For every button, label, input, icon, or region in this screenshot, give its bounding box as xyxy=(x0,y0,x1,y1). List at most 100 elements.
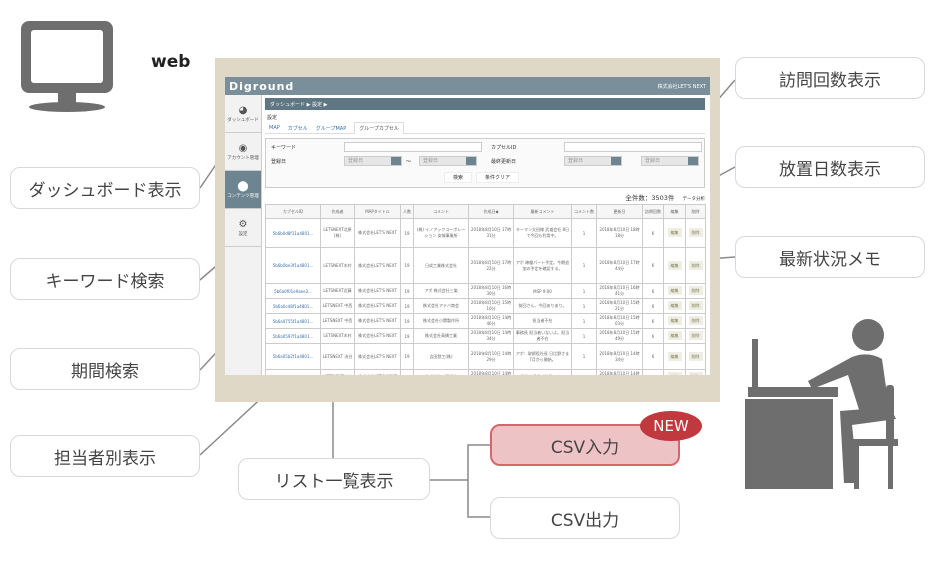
table-cell: LETSNEXT 中西 xyxy=(320,298,355,314)
table-cell: 19 xyxy=(400,369,414,375)
table-row: 5b6b0be3f1a4801...LETSNEXT木村株式会社LET'S NE… xyxy=(265,247,706,284)
edit-button[interactable]: 編集 xyxy=(667,372,682,375)
delete-button[interactable]: 削除 xyxy=(688,286,703,295)
updated-date-to[interactable]: 登録日 xyxy=(641,156,699,166)
table-cell: 編集 xyxy=(663,298,686,314)
sidebar-item-account[interactable]: ◉アカウント管理 xyxy=(225,133,261,171)
delete-button[interactable]: 削除 xyxy=(688,301,703,310)
edit-button[interactable]: 編集 xyxy=(667,228,682,237)
table-cell: 6 xyxy=(642,369,664,375)
table-row: 5b6b0d8f11a4801...LETSNEXT北原(株)株式会社LET'S… xyxy=(265,218,706,248)
capsule-id-link[interactable]: 5b6a03d8f1a4801... xyxy=(265,369,321,375)
table-cell: 19 xyxy=(400,298,414,314)
calendar-icon[interactable] xyxy=(611,157,621,165)
map-pin-icon: ⬤ xyxy=(237,180,249,192)
updated-date-from[interactable]: 登録日 xyxy=(564,156,622,166)
reg-date-from[interactable]: 登録日 xyxy=(344,156,402,166)
edit-button[interactable]: 編集 xyxy=(667,260,682,270)
data-analysis-link[interactable]: データ分析 xyxy=(682,197,706,202)
table-cell: 株式会社LET'S NEXT xyxy=(354,218,401,248)
capsule-id-link[interactable]: 5b6b0be3f1a4801... xyxy=(265,247,321,284)
table-cell: 編集 xyxy=(663,247,686,284)
column-header[interactable]: 作成日◆ xyxy=(468,204,514,219)
page-title: 設定 xyxy=(267,115,278,121)
table-cell: 株式会社三河組合 xyxy=(413,369,469,375)
column-header[interactable]: 最新コメント xyxy=(513,204,572,219)
calendar-icon[interactable] xyxy=(688,157,698,165)
reg-date-to[interactable]: 登録日 xyxy=(419,156,477,166)
table-cell: LETSNEXT木村 xyxy=(320,328,355,344)
tab-bar: MAP カプセル グループMAP グループカプセル xyxy=(265,122,705,134)
capsule-id-link[interactable]: 5b6a05b2f1a4801... xyxy=(265,343,321,370)
capsule-id-link[interactable]: 5b6a0f01e9aee2... xyxy=(265,283,321,299)
column-header[interactable]: MAPタイトル xyxy=(354,204,401,219)
table-row: 5b6a0cd8f1a4801...LETSNEXT 中西株式会社LET'S N… xyxy=(265,298,706,314)
edit-button[interactable]: 編集 xyxy=(667,351,682,361)
tab-group-capsule[interactable]: グループカプセル xyxy=(354,122,404,134)
table-cell: 2018年8月10日 15時21分 xyxy=(596,298,643,314)
user-menu[interactable]: 株式会社LET'S NEXT xyxy=(657,83,706,90)
table-cell: 削除 xyxy=(685,369,706,375)
delete-button[interactable]: 削除 xyxy=(688,316,703,325)
table-cell: アポ 株式会社三楽 xyxy=(413,283,469,299)
edit-button[interactable]: 編集 xyxy=(667,286,682,295)
delete-button[interactable]: 削除 xyxy=(688,372,703,375)
tab-group-map[interactable]: グループMAP xyxy=(315,125,347,132)
search-button[interactable]: 検索 xyxy=(444,172,473,183)
table-cell: 6 xyxy=(642,247,664,284)
keyword-label: キーワード xyxy=(271,145,297,151)
column-header[interactable]: 人数 xyxy=(400,204,414,219)
table-cell: 2018年8月10日 16時30分 xyxy=(468,283,514,299)
edit-button[interactable]: 編集 xyxy=(667,301,682,310)
table-cell: 株式会社LET'S NEXT xyxy=(354,328,401,344)
table-cell: (株) イノアックコーポレーション 安城事業所 xyxy=(413,218,469,248)
table-cell: 2018年8月10日 14時29分 xyxy=(468,343,514,370)
table-cell: 株式会社LET'S NEXT xyxy=(354,298,401,314)
column-header[interactable]: コメント xyxy=(413,204,469,219)
edit-button[interactable]: 編集 xyxy=(667,316,682,325)
table-cell: LETSNEXT 中西 xyxy=(320,313,355,329)
table-cell: 削除 xyxy=(685,247,706,284)
column-header[interactable]: 訪問回数 xyxy=(642,204,664,219)
column-header[interactable]: 作成者 xyxy=(320,204,355,219)
table-cell: 前回さん、今回ありあり。 xyxy=(513,298,572,314)
table-cell: 1 xyxy=(571,313,597,329)
new-badge: NEW xyxy=(640,411,702,441)
table-cell: 1 xyxy=(571,247,597,284)
table-cell: 事務長 担当者いないよ。担当者不在 xyxy=(513,328,572,344)
capsule-id-input[interactable] xyxy=(564,142,702,152)
capsule-id-link[interactable]: 5b6a0597f1a4801... xyxy=(265,328,321,344)
table-row: 5b6a0755f1a4801...LETSNEXT 中西株式会社LET'S N… xyxy=(265,313,706,329)
delete-button[interactable]: 削除 xyxy=(688,260,703,270)
calendar-icon[interactable] xyxy=(466,157,476,165)
clear-button[interactable]: 条件クリア xyxy=(476,172,520,183)
edit-button[interactable]: 編集 xyxy=(667,331,682,340)
callout-csv-import: CSV入力 xyxy=(490,424,680,466)
calendar-icon[interactable] xyxy=(391,157,401,165)
keyword-input[interactable] xyxy=(344,142,482,152)
table-cell: 1 xyxy=(571,218,597,248)
callout-dashboard: ダッシュボード表示 xyxy=(10,167,200,209)
table-cell: 編集 xyxy=(663,283,686,299)
capsule-id-link[interactable]: 5b6b0d8f11a4801... xyxy=(265,218,321,248)
table-cell: LETSNEXT木村 xyxy=(320,369,355,375)
column-header[interactable]: 更新日 xyxy=(596,204,643,219)
column-header[interactable]: 削除 xyxy=(685,204,706,219)
breadcrumb: ダッシュボード ▶ 設定 ▶ xyxy=(265,98,705,110)
column-header[interactable]: コメント数 xyxy=(571,204,597,219)
sidebar-item-content[interactable]: ⬤コンテンツ管理 xyxy=(225,171,261,209)
delete-button[interactable]: 削除 xyxy=(688,331,703,340)
sidebar-item-settings[interactable]: ⚙設定 xyxy=(225,209,261,247)
table-cell: 削除 xyxy=(685,283,706,299)
capsule-id-link[interactable]: 5b6a0755f1a4801... xyxy=(265,313,321,329)
delete-button[interactable]: 削除 xyxy=(688,351,703,361)
tab-capsule[interactable]: カプセル xyxy=(287,125,308,132)
sidebar-item-dashboard[interactable]: ◕ダッシュボード xyxy=(225,95,261,133)
column-header[interactable]: 編集 xyxy=(663,204,686,219)
delete-button[interactable]: 削除 xyxy=(688,228,703,237)
table-cell: LETSNEXT 渋谷 xyxy=(320,343,355,370)
table-row: 5b6a0597f1a4801...LETSNEXT木村株式会社LET'S NE… xyxy=(265,328,706,344)
tab-map[interactable]: MAP xyxy=(269,125,280,131)
column-header[interactable]: カプセルID xyxy=(265,204,321,219)
capsule-id-link[interactable]: 5b6a0cd8f1a4801... xyxy=(265,298,321,314)
